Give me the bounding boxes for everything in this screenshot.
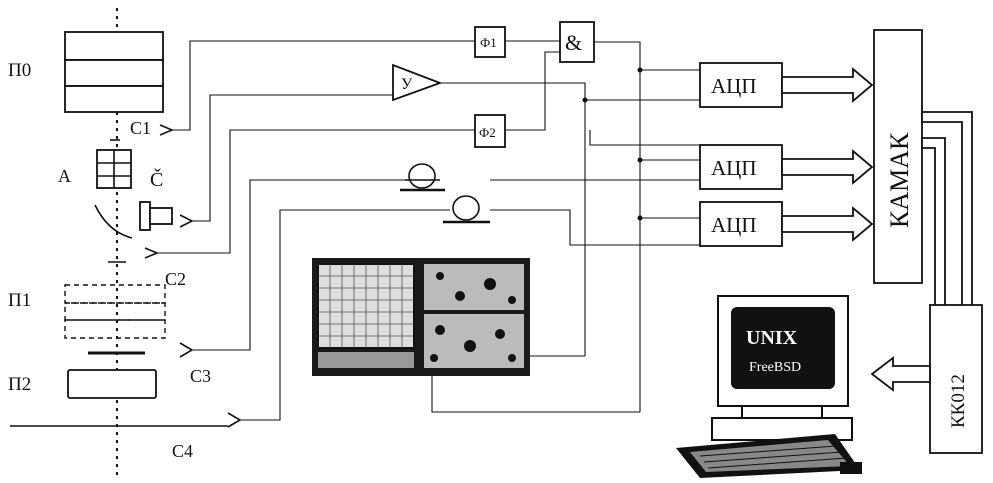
os-subtitle: FreeBSD [749, 360, 801, 375]
label-adc2: АЦП [711, 156, 757, 180]
delay-line-1 [400, 163, 445, 192]
label-s4: С4 [172, 441, 193, 461]
label-phi1: Ф1 [480, 35, 497, 50]
label-kk012: КК012 [948, 374, 969, 428]
filter-phi2 [474, 114, 506, 148]
label-p0: П0 [8, 60, 31, 81]
label-adc3: АЦП [711, 213, 757, 237]
filter-phi1 [474, 26, 506, 58]
detector-p2 [67, 369, 157, 399]
label-s2: С2 [165, 269, 186, 289]
and-gate [559, 21, 595, 63]
oscilloscope-icon [312, 258, 530, 376]
detector-p1 [64, 284, 166, 339]
target-a [96, 139, 132, 189]
delay-line-2 [443, 195, 490, 224]
adc-3 [699, 201, 783, 247]
label-p1: П1 [8, 290, 31, 311]
arrow-adc2-camac [781, 149, 874, 185]
label-phi2: Ф2 [479, 125, 496, 140]
kk012-controller [929, 304, 983, 454]
label-s1: С1 [130, 118, 151, 138]
cherenkov-detector [94, 201, 173, 239]
label-cherenkov: Č [150, 167, 163, 191]
label-and: & [565, 30, 582, 55]
arrow-adc1-camac [781, 67, 874, 103]
detector-p0 [64, 31, 164, 113]
arrow-adc3-camac [781, 206, 874, 242]
arrow-kk012-computer [870, 356, 931, 392]
os-name: UNIX [746, 327, 798, 349]
label-p2: П2 [8, 374, 31, 395]
amplifier [392, 63, 443, 102]
label-adc1: АЦП [711, 74, 757, 98]
computer-icon: UNIX FreeBSD [676, 295, 862, 478]
label-s3: С3 [190, 366, 211, 386]
label-a: А [58, 166, 71, 186]
label-amp: У [401, 76, 413, 93]
label-camac: КАМАК [885, 132, 914, 228]
camac-crate [873, 29, 923, 284]
